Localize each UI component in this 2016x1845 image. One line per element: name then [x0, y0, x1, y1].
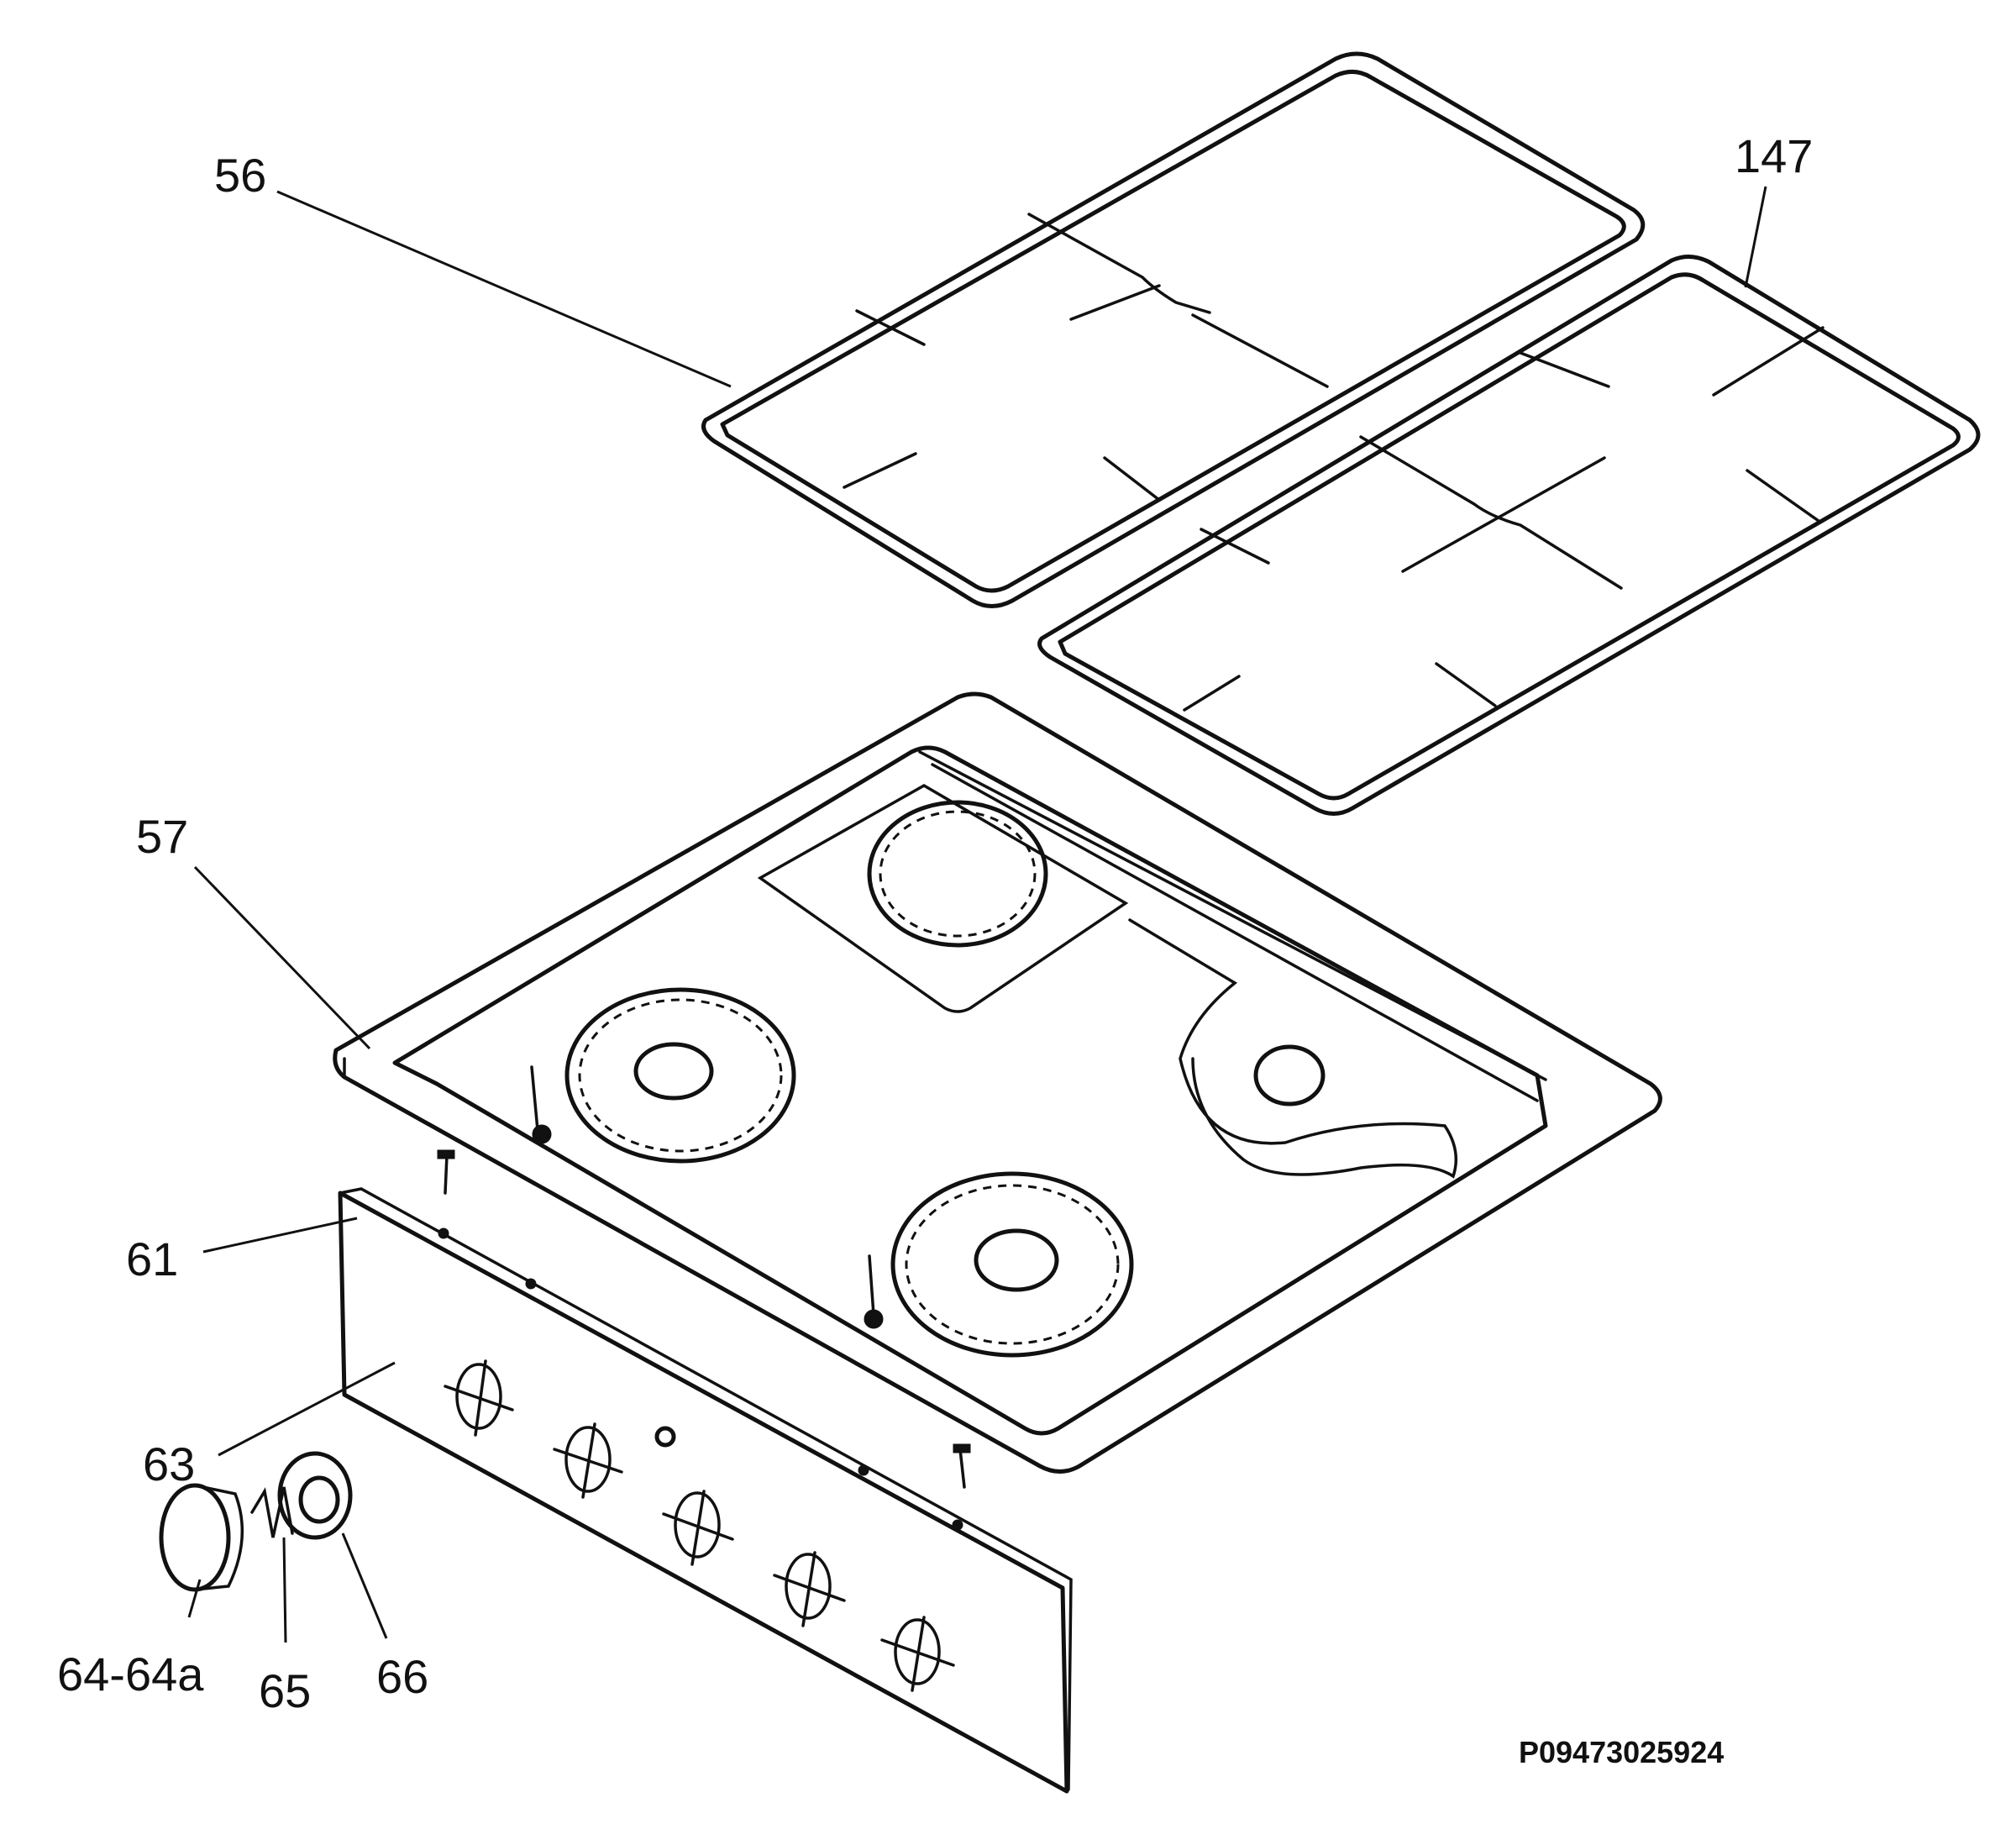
callout-63: 63 [143, 1438, 195, 1490]
callout-66: 66 [376, 1650, 428, 1703]
callout-61: 61 [126, 1233, 178, 1285]
callout-147: 147 [1735, 129, 1813, 182]
spring [250, 1486, 294, 1538]
hob-top [333, 691, 1662, 1474]
callout-57: 57 [136, 810, 188, 863]
pan-support-right [1037, 255, 1981, 816]
drawing-code: P09473025924 [1519, 1735, 1724, 1769]
leader-lines [187, 186, 1767, 1643]
pan-support-left [701, 51, 1646, 608]
callout-64-64a: 64-64a [57, 1648, 204, 1700]
knob [159, 1483, 244, 1592]
callout-65: 65 [259, 1664, 311, 1717]
callout-56: 56 [214, 149, 266, 202]
screws [437, 1065, 971, 1489]
control-panel [338, 1187, 1073, 1794]
bezel [277, 1451, 353, 1540]
